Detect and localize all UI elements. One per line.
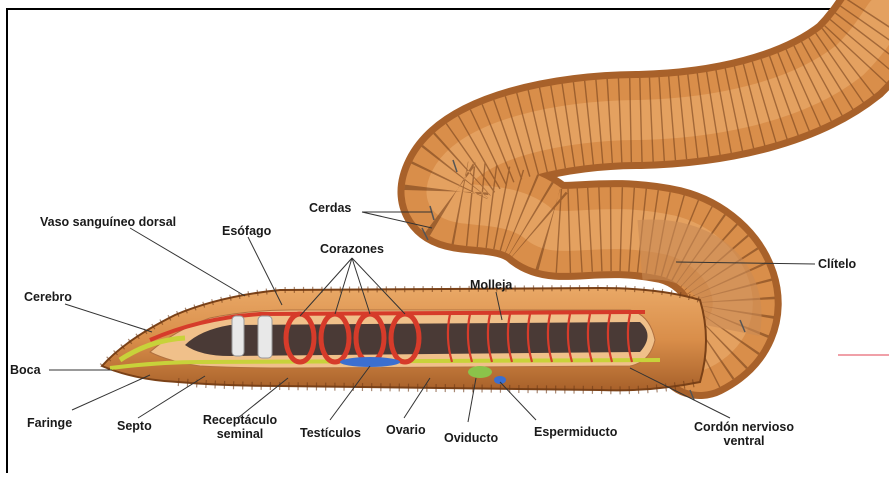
label-receptaculo-line1: Receptáculo — [200, 413, 280, 427]
label-vaso-sanguineo-dorsal: Vaso sanguíneo dorsal — [40, 215, 176, 229]
label-cerdas: Cerdas — [309, 201, 351, 215]
label-testiculos: Testículos — [300, 426, 361, 440]
label-receptaculo-line2: seminal — [200, 427, 280, 441]
label-oviducto: Oviducto — [444, 431, 498, 445]
label-ovario: Ovario — [386, 423, 426, 437]
label-clitelo: Clítelo — [818, 257, 856, 271]
label-boca: Boca — [10, 363, 41, 377]
label-cordon-nervioso-ventral: Cordón nervioso ventral — [684, 420, 804, 448]
label-faringe: Faringe — [27, 416, 72, 430]
label-cerebro: Cerebro — [24, 290, 72, 304]
worm-anterior-body — [102, 288, 706, 390]
label-cordon-line1: Cordón nervioso — [684, 420, 804, 434]
label-corazones: Corazones — [320, 242, 384, 256]
label-receptaculo-seminal: Receptáculo seminal — [200, 413, 280, 441]
label-espermiducto: Espermiducto — [534, 425, 617, 439]
label-esofago: Esófago — [222, 224, 271, 238]
label-septo: Septo — [117, 419, 152, 433]
label-cordon-line2: ventral — [684, 434, 804, 448]
label-molleja: Molleja — [470, 278, 512, 292]
